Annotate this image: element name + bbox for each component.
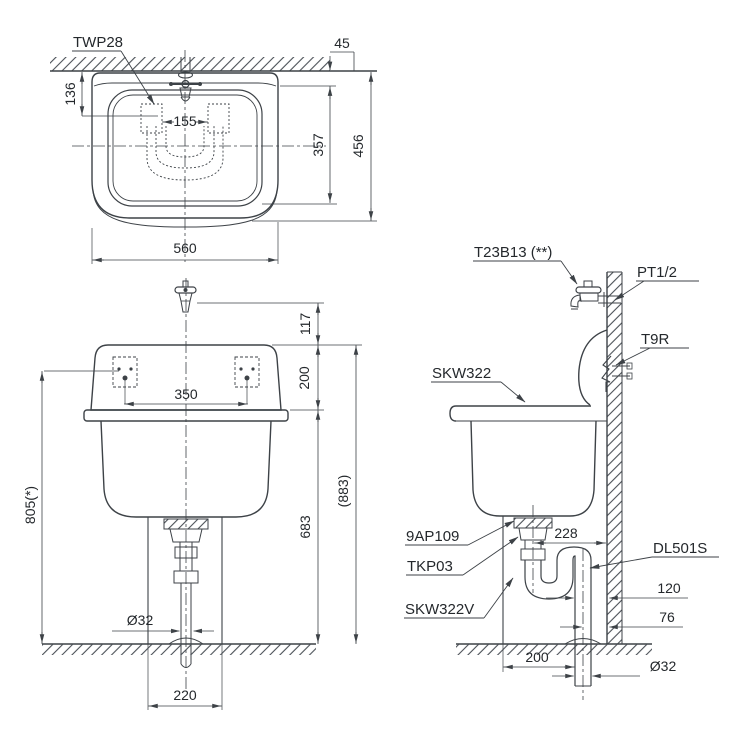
centerlines-plan bbox=[72, 50, 326, 262]
mounting-brackets-front bbox=[112, 356, 260, 404]
side-view: T23B13 (**) PT1/2 T9R SKW322 9AP109 TKP0… bbox=[404, 244, 719, 700]
dimension-dia32-side: Ø32 bbox=[552, 658, 677, 679]
label-t23b13-text: T23B13 (**) bbox=[474, 244, 552, 261]
dim-200-front: 200 bbox=[296, 366, 312, 390]
label-twp28: TWP28 bbox=[72, 34, 155, 105]
label-skw322v-text: SKW322V bbox=[405, 601, 474, 618]
faucet-front-icon bbox=[174, 280, 197, 313]
sink-body-front bbox=[83, 344, 289, 518]
dimension-200-side: 200 bbox=[503, 649, 575, 670]
wall-section-side bbox=[606, 271, 623, 644]
dim-805: 805(*) bbox=[22, 486, 38, 524]
dimension-76: 76 bbox=[560, 609, 683, 630]
dimension-683: 683 bbox=[297, 410, 321, 644]
dim-136: 136 bbox=[62, 82, 78, 106]
floor-section-front bbox=[42, 643, 316, 655]
dimension-120: 120 bbox=[546, 580, 688, 601]
dimension-228: 228 bbox=[534, 525, 606, 546]
dim-dia32-front: Ø32 bbox=[127, 612, 154, 628]
label-dl501s-text: DL501S bbox=[653, 540, 707, 557]
label-tkp03: TKP03 bbox=[406, 536, 519, 576]
label-9ap109-text: 9AP109 bbox=[406, 528, 459, 545]
floor-section-side bbox=[456, 643, 652, 655]
label-skw322v: SKW322V bbox=[404, 577, 514, 619]
dimension-117: 117 bbox=[197, 302, 324, 345]
label-t23b13: T23B13 (**) bbox=[473, 244, 578, 285]
dim-220: 220 bbox=[173, 687, 197, 703]
sink-profile-side bbox=[449, 329, 608, 672]
dimension-805: 805(*) bbox=[22, 370, 119, 644]
faucet-plan-icon bbox=[169, 57, 202, 102]
dimension-357: 357 bbox=[262, 85, 337, 205]
dimension-560: 560 bbox=[91, 222, 279, 264]
dimension-350: 350 bbox=[124, 386, 248, 407]
dim-357: 357 bbox=[310, 133, 326, 157]
dimension-220: 220 bbox=[148, 687, 222, 709]
dimension-136: 136 bbox=[62, 72, 158, 117]
label-twp28-text: TWP28 bbox=[73, 34, 123, 51]
pedestal-recess-front bbox=[147, 517, 223, 710]
dim-dia32-side: Ø32 bbox=[650, 658, 677, 674]
dim-456: 456 bbox=[350, 134, 366, 158]
dim-228: 228 bbox=[554, 525, 578, 541]
dim-45: 45 bbox=[334, 35, 350, 51]
dim-200-side: 200 bbox=[525, 649, 549, 665]
label-t9r: T9R bbox=[615, 331, 689, 366]
label-9ap109: 9AP109 bbox=[405, 520, 515, 546]
dimension-200-front: 200 bbox=[272, 344, 362, 411]
dim-883: (883) bbox=[335, 475, 351, 508]
wall-section-top bbox=[50, 57, 377, 72]
front-view: 117 200 683 (883) 805(*) bbox=[22, 278, 362, 710]
dimension-dia32-front: Ø32 bbox=[112, 612, 214, 634]
dim-155: 155 bbox=[173, 113, 197, 129]
dim-683: 683 bbox=[297, 515, 313, 539]
dim-350: 350 bbox=[174, 386, 198, 402]
dim-560: 560 bbox=[173, 240, 197, 256]
dim-76: 76 bbox=[659, 609, 675, 625]
dimension-883: (883) bbox=[335, 345, 359, 644]
dimension-155: 155 bbox=[162, 113, 208, 129]
label-tkp03-text: TKP03 bbox=[407, 558, 453, 575]
label-skw322: SKW322 bbox=[431, 365, 526, 403]
label-dl501s: DL501S bbox=[589, 540, 719, 569]
dimension-45: 45 bbox=[327, 35, 355, 99]
label-pt12: PT1/2 bbox=[614, 264, 699, 301]
dimension-456: 456 bbox=[252, 72, 377, 222]
label-t9r-text: T9R bbox=[641, 331, 670, 348]
dim-120: 120 bbox=[657, 580, 681, 596]
label-skw322-text: SKW322 bbox=[432, 365, 491, 382]
trap-assembly-side bbox=[513, 505, 602, 700]
label-pt12-text: PT1/2 bbox=[637, 264, 677, 281]
hanger-bracket-icon bbox=[601, 355, 633, 392]
top-view: 45 136 155 357 456 bbox=[50, 34, 377, 264]
dim-117: 117 bbox=[297, 313, 313, 336]
